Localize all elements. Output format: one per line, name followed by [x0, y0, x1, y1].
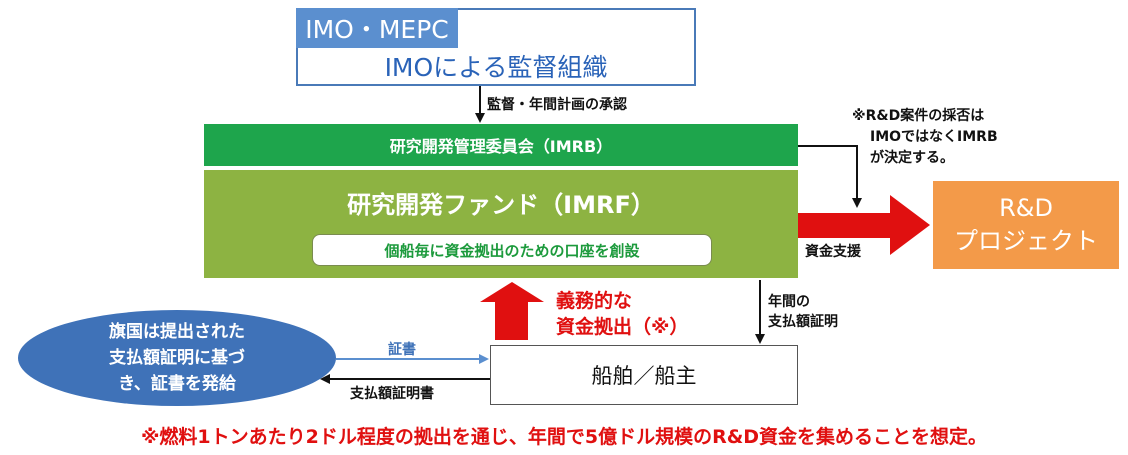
payment-certificate-label: 支払額証明書 — [350, 386, 434, 402]
flag-line-1: 旗国は提出された — [109, 322, 245, 342]
annual-payment-label: 年間の 支払額証明 — [768, 292, 838, 332]
note-line-3: が決定する。 — [870, 150, 954, 166]
account-box: 個船毎に資金拠出のための口座を創設 — [312, 234, 712, 266]
imo-mepc-tab: IMO・MEPC — [296, 8, 458, 48]
flag-line-3: き、証書を発給 — [118, 374, 236, 394]
note-line-1: ※R&D案件の採否は — [852, 108, 985, 124]
approval-label: 監督・年間計画の承認 — [487, 97, 627, 113]
imo-supervisory-label: IMOによる監督組織 — [384, 53, 608, 82]
funding-support-label: 資金支援 — [805, 244, 861, 260]
certificate-label: 証書 — [388, 342, 416, 358]
rd-line-2: プロジェクト — [954, 227, 1098, 255]
annual-line-2: 支払額証明 — [768, 314, 838, 330]
footer-note: ※燃料1トンあたり2ドル程度の拠出を通じ、年間で5億ドル規模のR&D資金を集める… — [140, 425, 988, 448]
annual-line-1: 年間の — [768, 294, 810, 310]
duty-contribution-label: 義務的な 資金拠出（※） — [556, 288, 688, 340]
flag-line-2: 支払額証明に基づ — [109, 348, 245, 368]
imrb-bar: 研究開発管理委員会（IMRB） — [204, 124, 798, 166]
funding-support-arrow — [798, 195, 930, 255]
duty-line-1: 義務的な — [556, 290, 633, 312]
rd-line-1: R&D — [999, 194, 1053, 222]
arrow-imrb-to-rd — [798, 145, 862, 208]
rd-project-box: R&D プロジェクト — [933, 181, 1119, 269]
flag-state-ellipse: 旗国は提出された 支払額証明に基づ き、証書を発給 — [18, 310, 336, 406]
imrb-decision-note: ※R&D案件の採否は IMOではなくIMRB が決定する。 — [852, 106, 998, 169]
imrf-title: 研究開発ファンド（IMRF） — [347, 190, 655, 219]
ship-owner-box: 船舶／船主 — [490, 345, 798, 405]
note-line-2: IMOではなくIMRB — [870, 129, 998, 145]
duty-contribution-arrow — [480, 282, 544, 340]
duty-line-2: 資金拠出（※） — [556, 316, 689, 338]
